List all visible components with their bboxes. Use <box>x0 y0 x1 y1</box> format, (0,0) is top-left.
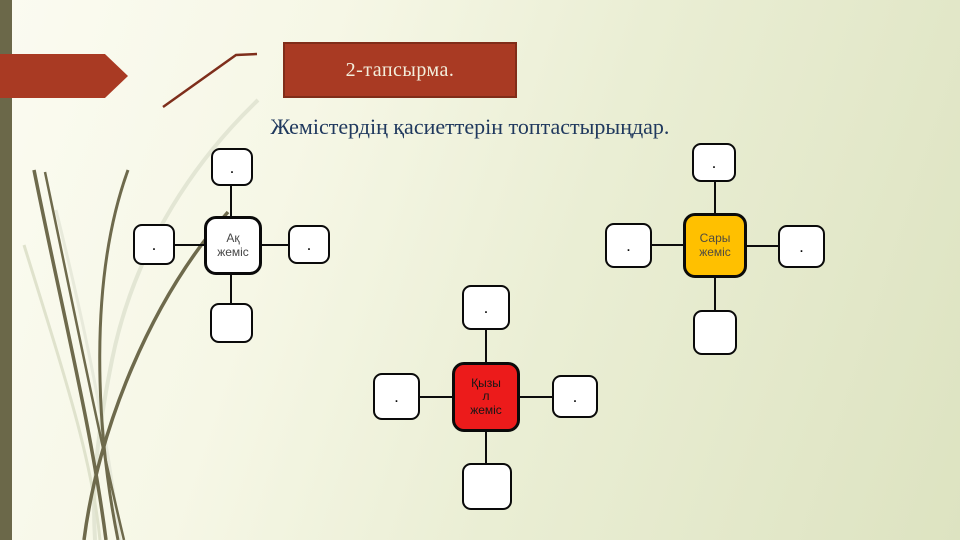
answer-placeholder-dot: . <box>572 387 578 406</box>
answer-placeholder-dot: . <box>711 153 717 172</box>
answer-box-left[interactable]: . <box>133 224 175 265</box>
task-title-box: 2-тапсырма. <box>283 42 517 98</box>
answer-placeholder-dot: . <box>306 235 312 254</box>
cluster-white-fruit: Ақ жеміс . . . <box>133 148 330 343</box>
center-node-label: Сары жеміс <box>699 231 731 259</box>
connector-right <box>519 396 553 398</box>
center-node-yellow-fruit: Сары жеміс <box>683 213 747 278</box>
task-title: 2-тапсырма. <box>345 58 455 81</box>
connector-left <box>651 244 684 246</box>
answer-box-bottom[interactable] <box>210 303 253 343</box>
answer-placeholder-dot: . <box>626 236 631 255</box>
answer-box-bottom[interactable] <box>693 310 737 355</box>
answer-box-top[interactable]: . <box>692 143 736 182</box>
arrow-accent-shape <box>0 54 128 98</box>
answer-box-top[interactable]: . <box>462 285 510 330</box>
center-node-label: Қызыл жеміс <box>470 375 502 417</box>
connector-right <box>261 244 289 246</box>
connector-bottom <box>714 277 716 311</box>
cluster-red-fruit: Қызыл жеміс . . . <box>373 285 598 510</box>
answer-box-right[interactable]: . <box>778 225 825 268</box>
cluster-yellow-fruit: Сары жеміс . . . <box>605 143 825 355</box>
connector-bottom <box>485 431 487 464</box>
answer-placeholder-dot: . <box>394 387 399 406</box>
answer-box-right[interactable]: . <box>288 225 330 264</box>
left-edge-strip <box>0 0 12 540</box>
answer-placeholder-dot: . <box>483 298 489 317</box>
answer-box-left[interactable]: . <box>373 373 420 420</box>
connector-left <box>175 244 205 246</box>
connector-top <box>230 184 232 217</box>
connector-right <box>746 245 779 247</box>
answer-placeholder-dot: . <box>229 157 235 177</box>
answer-placeholder-dot: . <box>151 235 157 254</box>
center-node-white-fruit: Ақ жеміс <box>204 216 262 275</box>
connector-left <box>419 396 453 398</box>
connector-bottom <box>230 274 232 304</box>
answer-box-top[interactable]: . <box>211 148 253 186</box>
center-node-label: Ақ жеміс <box>217 231 249 259</box>
center-node-red-fruit: Қызыл жеміс <box>452 362 520 432</box>
answer-placeholder-dot: . <box>799 237 804 256</box>
answer-box-right[interactable]: . <box>552 375 598 418</box>
slide-subtitle: Жемістердің қасиеттерін топтастырыңдар. <box>270 114 670 139</box>
connector-top <box>485 329 487 363</box>
answer-box-bottom[interactable] <box>462 463 512 510</box>
connector-top <box>714 181 716 214</box>
answer-box-left[interactable]: . <box>605 223 652 268</box>
